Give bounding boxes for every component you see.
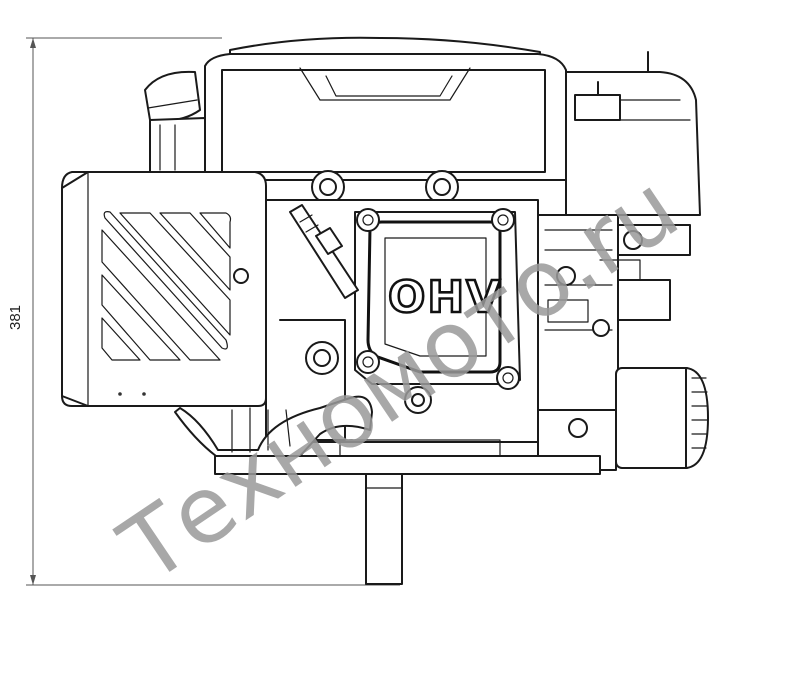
- oil-filter: [537, 367, 709, 471]
- engine-top-cover: [204, 36, 567, 181]
- muffler-shield: [61, 171, 267, 407]
- right-housing: [565, 51, 701, 256]
- height-dimension-label: 381: [7, 305, 24, 330]
- exhaust-pipe: [174, 395, 373, 457]
- carburetor-area: [537, 214, 671, 416]
- ohv-marking: OHV: [388, 272, 502, 323]
- valve-cover-bolts: [356, 208, 520, 390]
- crankcase-base: [214, 439, 601, 475]
- height-dimension: 381: [7, 37, 400, 586]
- cylinder-head: OHV: [265, 199, 539, 443]
- oil-fill-cap: [144, 70, 206, 173]
- crankshaft: [365, 473, 403, 585]
- muffler-vents: [101, 211, 232, 361]
- spark-plug: [289, 204, 359, 299]
